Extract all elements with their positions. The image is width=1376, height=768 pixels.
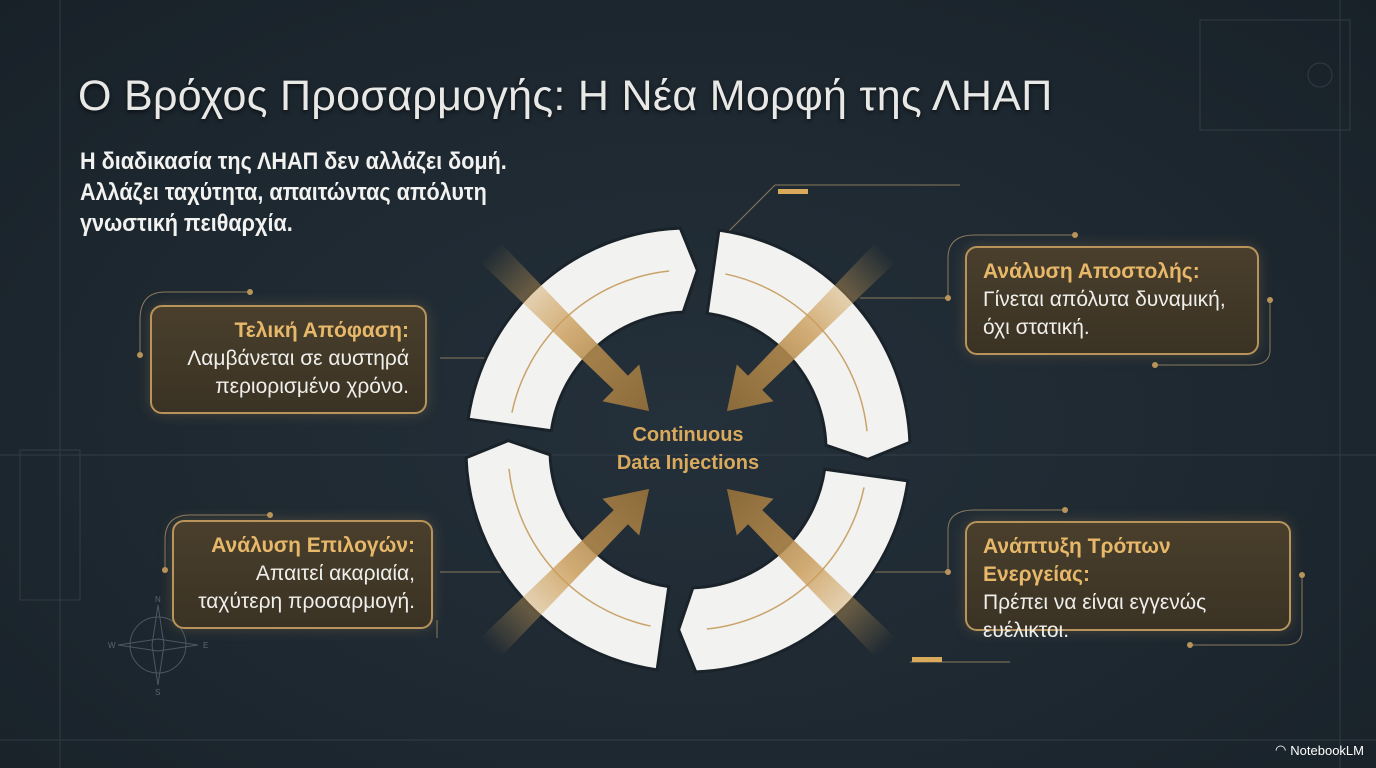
step-text: Γίνεται απόλυτα δυναμική, [983, 288, 1226, 311]
step-final-decision: Τελική Απόφαση: Λαμβάνεται σε αυστηρά πε… [150, 305, 427, 414]
center-label-line: Data Injections [616, 452, 760, 474]
step-heading: Ανάλυση Αποστολής: [983, 260, 1200, 283]
compass-icon [117, 604, 199, 686]
step-text: περιορισμένο χρόνο. [215, 375, 409, 398]
data-injection-arrow-icon [726, 488, 896, 658]
center-label-line: Continuous [632, 424, 744, 446]
logo-text: NotebookLM [1290, 742, 1364, 758]
center-label: Continuous Data Injections [588, 421, 788, 477]
compass-e: E [203, 641, 208, 650]
step-text: ευέλικτοι. [983, 619, 1070, 642]
notebooklm-logo: ◠ NotebookLM [1275, 742, 1364, 758]
step-text: όχι στατική. [983, 316, 1090, 339]
step-text: Πρέπει να είναι εγγενώς [983, 591, 1207, 614]
step-options-analysis: Ανάλυση Επιλογών: Απαιτεί ακαριαία, ταχύ… [172, 520, 433, 629]
compass-n: N [155, 595, 161, 604]
hud-bar-top [778, 189, 808, 194]
data-injection-arrow-icon [480, 242, 650, 412]
step-text: Απαιτεί ακαριαία, [255, 562, 415, 585]
compass-s: S [155, 688, 160, 697]
step-text: Λαμβάνεται σε αυστηρά [187, 347, 409, 370]
step-mission-analysis: Ανάλυση Αποστολής: Γίνεται απόλυτα δυναμ… [965, 246, 1259, 355]
data-injection-arrow-icon [726, 242, 896, 412]
step-heading: Τελική Απόφαση: [234, 319, 409, 342]
subtitle-line: γνωστική πειθαρχία. [80, 210, 293, 237]
step-text: ταχύτερη προσαρμογή. [198, 590, 415, 613]
step-heading: Ανάπτυξη Τρόπων Ενεργείας: [983, 535, 1171, 586]
subtitle-line: Η διαδικασία της ΛΗΑΠ δεν αλλάζει δομή. [80, 148, 507, 175]
slide-subtitle: Η διαδικασία της ΛΗΑΠ δεν αλλάζει δομή. … [80, 146, 656, 239]
connector-lines [139, 184, 1303, 663]
step-coa-development: Ανάπτυξη Τρόπων Ενεργείας: Πρέπει να είν… [965, 521, 1291, 642]
hud-bar-bottom [912, 657, 942, 662]
step-heading: Ανάλυση Επιλογών: [211, 534, 415, 557]
logo-icon: ◠ [1274, 742, 1287, 757]
subtitle-line: Αλλάζει ταχύτητα, απαιτώντας απόλυτη [80, 179, 487, 206]
compass-w: W [108, 641, 116, 650]
slide-title: Ο Βρόχος Προσαρμογής: Η Νέα Μορφή της ΛΗ… [78, 72, 1053, 120]
data-injection-arrow-icon [480, 488, 650, 658]
